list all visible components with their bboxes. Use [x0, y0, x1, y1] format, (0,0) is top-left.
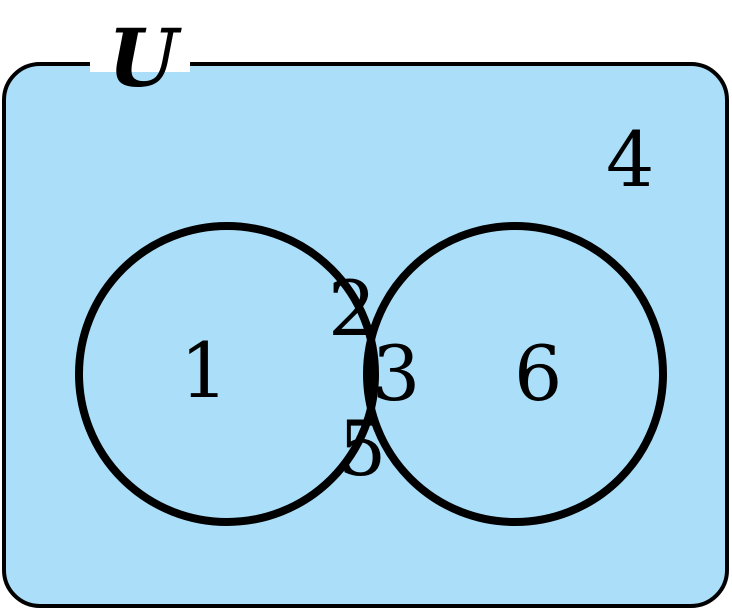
element-right-only: 6: [514, 329, 562, 418]
right-set-circle: [363, 222, 667, 526]
universe-label-gap: [90, 56, 190, 72]
universe-label: U: [108, 11, 182, 105]
left-set-circle: [75, 222, 379, 526]
element-intersection-1: 2: [328, 264, 376, 353]
universe-rect: [2, 62, 729, 608]
element-outside: 4: [606, 115, 654, 204]
element-intersection-3: 5: [338, 404, 386, 493]
element-intersection-2: 3: [372, 329, 420, 418]
element-left-only: 1: [180, 326, 228, 415]
